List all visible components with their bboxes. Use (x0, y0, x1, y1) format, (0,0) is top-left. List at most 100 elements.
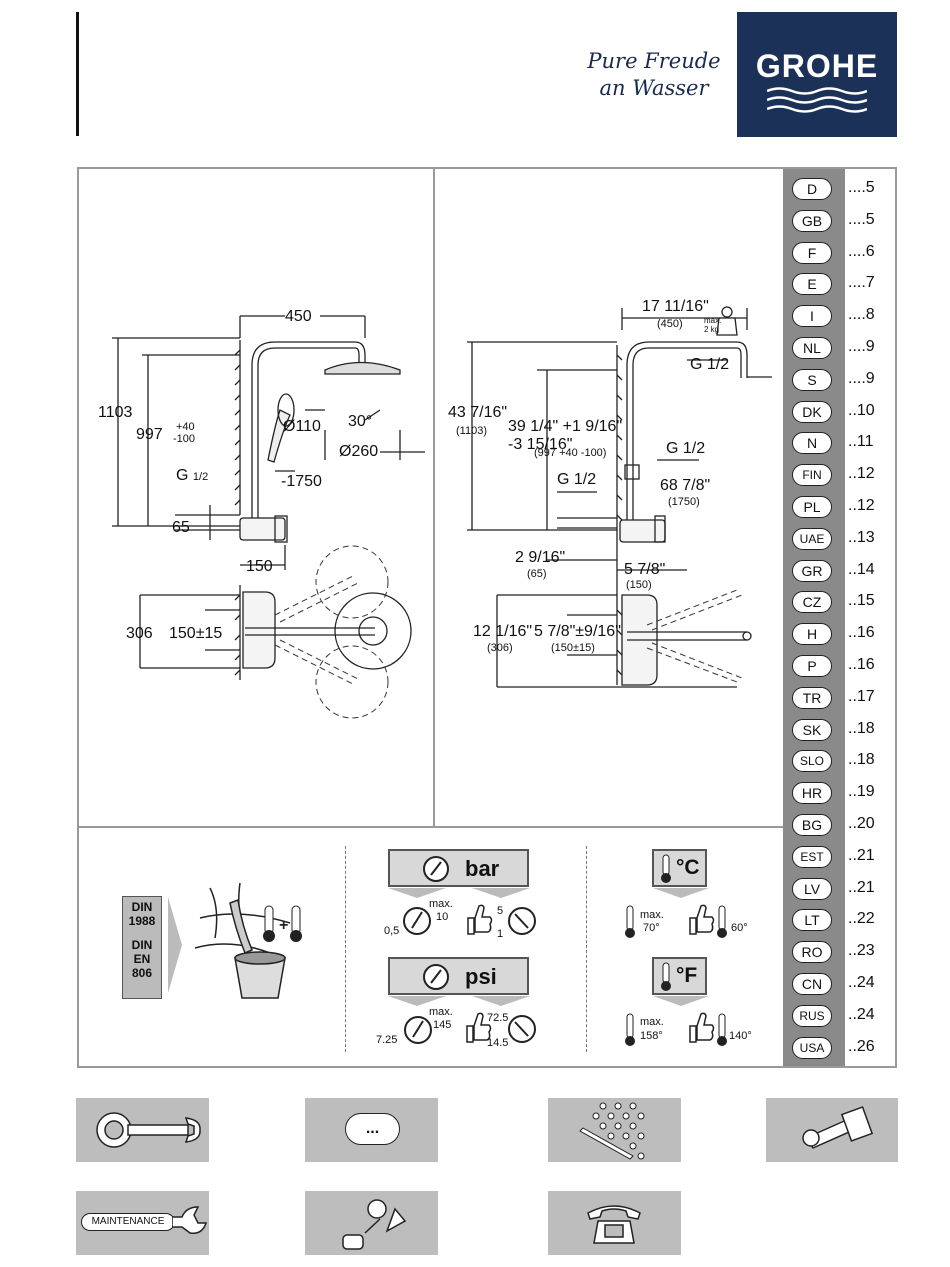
temp-f-box: °F (652, 957, 707, 995)
dim-65: 65 (172, 519, 190, 536)
lang-cn-button[interactable]: CN (792, 973, 832, 995)
thermometer-icon (661, 962, 671, 991)
lang-fin-button[interactable]: FIN (792, 464, 832, 487)
dim-150: 150 (246, 558, 273, 575)
dim-width: 450 (285, 308, 312, 325)
imp-hand-height: 68 7/8" (660, 477, 711, 494)
wall-bracket-icon (802, 1106, 874, 1149)
lang-page-number: ..19 (848, 783, 875, 801)
temp-f-unit: °F (676, 964, 698, 987)
thread-letter: G (176, 467, 189, 484)
imp-height-arm: 39 1/4" +1 9/16" -3 15/16" (508, 418, 623, 453)
imp-height-total: 43 7/16" (448, 404, 508, 421)
info-divider-2 (586, 846, 587, 1052)
lang-page-number: ..24 (848, 1005, 875, 1023)
lang-n-button[interactable]: N (792, 432, 832, 455)
temp-c-rec: 60° (731, 922, 748, 934)
lang-e-button[interactable]: E (792, 273, 832, 296)
lang-gb-button[interactable]: GB (792, 209, 832, 232)
din-line-3: DIN (131, 938, 153, 952)
svg-text:+: + (279, 917, 288, 934)
lang-hr-button[interactable]: HR (792, 782, 832, 805)
contact-button[interactable] (548, 1191, 681, 1255)
lang-page-number: ..16 (848, 624, 875, 642)
telephone-icon (587, 1205, 641, 1244)
language-index-column (783, 169, 845, 1066)
thumbs-up-icon (689, 1012, 715, 1043)
pressure-psi-box: psi (388, 957, 529, 995)
gauge-recommended-icon (508, 907, 536, 935)
spare-parts-button[interactable] (766, 1098, 898, 1162)
cleaning-button[interactable] (548, 1098, 681, 1162)
imp-plan-306: 12 1/16" (473, 623, 533, 640)
content-frame (77, 167, 897, 1068)
imp-thread-valve: G 1/2 (557, 471, 597, 488)
installation-button[interactable] (76, 1098, 209, 1162)
lang-est-button[interactable]: EST (792, 845, 832, 868)
more-options-button[interactable]: ... (305, 1098, 438, 1162)
imperial-dimension-drawing (467, 306, 772, 688)
imp-max-load: 2 kg (704, 325, 720, 334)
grohe-logo: GROHE (737, 12, 897, 137)
lang-gr-button[interactable]: GR (792, 559, 832, 582)
lang-page-number: ..23 (848, 942, 875, 960)
lang-tr-button[interactable]: TR (792, 686, 832, 709)
lang-cz-button[interactable]: CZ (792, 591, 832, 614)
replacement-button[interactable] (305, 1191, 438, 1255)
lang-s-button[interactable]: S (792, 368, 832, 391)
lang-usa-button[interactable]: USA (792, 1036, 832, 1059)
thermometer-icon (661, 854, 671, 883)
imp-width-mm: (450) (657, 318, 683, 330)
lang-page-number: ....5 (848, 210, 875, 228)
lang-dk-button[interactable]: DK (792, 400, 832, 423)
flush-bucket-icon: + (194, 882, 302, 999)
psi-rec-lo: 14.5 (487, 1037, 509, 1049)
lang-d-button[interactable]: D (792, 178, 832, 200)
din-line-1: DIN (131, 900, 153, 914)
thread-fraction: 1/2 (192, 471, 209, 483)
bar-min: 0,5 (384, 925, 400, 937)
lang-rus-button[interactable]: RUS (792, 1004, 832, 1027)
lang-nl-button[interactable]: NL (792, 337, 832, 359)
lang-p-button[interactable]: P (792, 655, 832, 677)
info-divider-1 (345, 846, 346, 1052)
panel-divider (433, 169, 435, 827)
slogan: Pure Freude an Wasser (584, 48, 724, 102)
temp-f-max-label: max. (640, 1016, 664, 1028)
psi-min: 7.25 (376, 1034, 398, 1046)
lang-page-number: ..16 (848, 656, 875, 673)
lang-page-number: ....9 (848, 369, 875, 387)
psi-rec-hi: 72.5 (487, 1012, 509, 1024)
temp-f-arrow (653, 996, 709, 1006)
temp-c-max: 70° (643, 922, 660, 934)
gauge-max-icon (404, 1016, 432, 1044)
lang-slo-button[interactable]: SLO (792, 750, 832, 773)
wrench-icon (96, 1112, 201, 1148)
psi-unit: psi (465, 964, 497, 989)
lang-page-number: ..18 (848, 719, 875, 737)
lang-i-button[interactable]: I (792, 305, 832, 328)
lang-page-number: ..12 (848, 465, 875, 483)
lang-bg-button[interactable]: BG (792, 814, 832, 836)
gauge-icon (423, 964, 449, 990)
header-rule (76, 12, 79, 136)
lang-ro-button[interactable]: RO (792, 941, 832, 964)
bar-arrows (388, 888, 530, 898)
lang-pl-button[interactable]: PL (792, 496, 832, 518)
dim-hand-diameter: Ø110 (283, 418, 321, 435)
psi-max-label: max. (429, 1006, 453, 1018)
lang-h-button[interactable]: H (792, 623, 832, 646)
lang-page-number: ....8 (848, 306, 875, 324)
lang-f-button[interactable]: F (792, 241, 832, 264)
bar-max-label: max. (429, 898, 453, 910)
lang-page-number: ....9 (848, 338, 875, 355)
maintenance-button[interactable]: MAINTENANCE (76, 1191, 209, 1255)
lang-lv-button[interactable]: LV (792, 877, 832, 900)
din-badge: DIN 1988 DIN EN 806 (122, 896, 162, 999)
psi-arrows (388, 996, 530, 1006)
psi-max: 145 (433, 1019, 452, 1031)
lang-uae-button[interactable]: UAE (792, 527, 832, 550)
lang-lt-button[interactable]: LT (792, 909, 832, 932)
imp-height-arm-mm: (997 +40 -100) (534, 447, 607, 459)
lang-sk-button[interactable]: SK (792, 718, 832, 741)
